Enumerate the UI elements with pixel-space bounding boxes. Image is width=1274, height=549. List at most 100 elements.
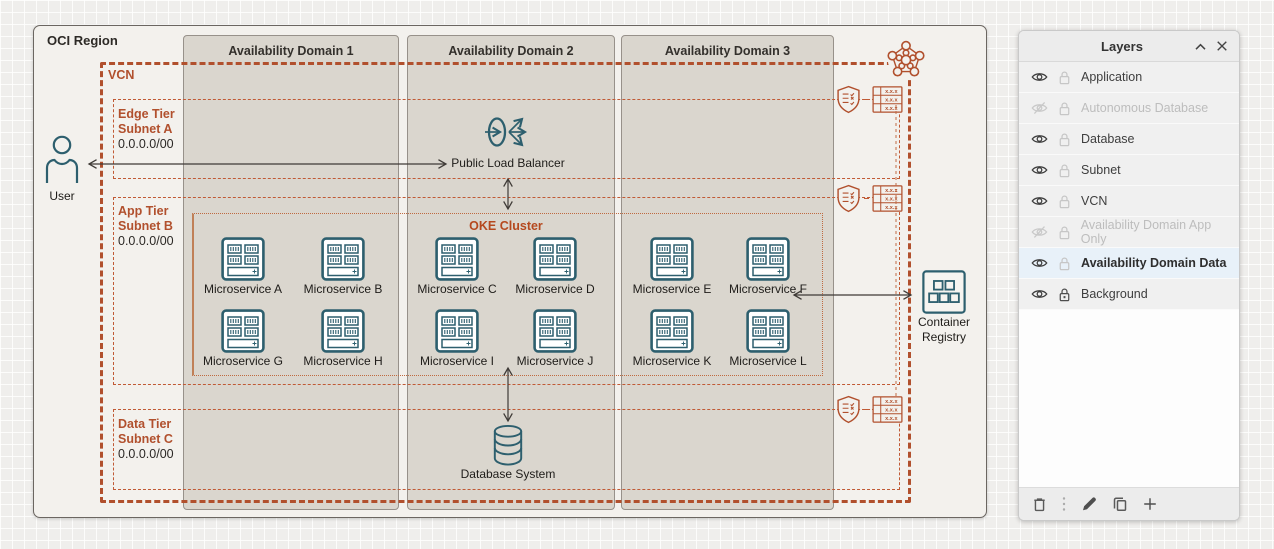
microservice-label: Microservice E bbox=[632, 282, 712, 296]
microservice-node[interactable]: Microservice E bbox=[617, 237, 727, 297]
microservice-icon bbox=[650, 309, 694, 353]
microservice-node[interactable]: Microservice J bbox=[500, 309, 610, 369]
layer-row-subnet[interactable]: Subnet bbox=[1019, 155, 1239, 186]
layer-row-application[interactable]: Application bbox=[1019, 62, 1239, 93]
layer-row-availability-domain-data[interactable]: Availability Domain Data bbox=[1019, 248, 1239, 279]
app-tier-subnet-label: App Tier Subnet B 0.0.0.0/00 bbox=[118, 204, 174, 248]
database-node[interactable]: Database System bbox=[433, 424, 583, 482]
lock-icon[interactable] bbox=[1058, 225, 1071, 240]
microservice-node[interactable]: Microservice K bbox=[617, 309, 727, 369]
collapse-panel-button[interactable] bbox=[1189, 35, 1211, 57]
edge-tier-subnet-label: Edge Tier Subnet A 0.0.0.0/00 bbox=[118, 107, 175, 151]
container-registry-node[interactable]: Container Registry bbox=[894, 269, 994, 345]
lock-closed-icon[interactable] bbox=[1058, 287, 1071, 302]
microservice-icon bbox=[533, 237, 577, 281]
visibility-eye-slash-icon[interactable] bbox=[1031, 226, 1048, 238]
vcn-box[interactable] bbox=[100, 62, 911, 503]
layer-name: Application bbox=[1081, 70, 1143, 84]
microservice-label: Microservice B bbox=[303, 282, 383, 296]
svg-text:x.x.x: x.x.x bbox=[885, 416, 898, 422]
microservice-icon bbox=[533, 309, 577, 353]
availability-domain-3-title: Availability Domain 3 bbox=[664, 44, 791, 58]
microservice-icon bbox=[435, 309, 479, 353]
visibility-eye-slash-icon[interactable] bbox=[1031, 102, 1048, 114]
security-list-icon[interactable] bbox=[836, 85, 861, 114]
microservice-node[interactable]: Microservice G bbox=[188, 309, 298, 369]
route-table-icon[interactable]: x.x.x x.x.x x.x.x bbox=[872, 396, 903, 423]
microservice-node[interactable]: Microservice D bbox=[500, 237, 610, 297]
svg-text:x.x.x: x.x.x bbox=[885, 89, 898, 95]
layer-row-availability-domain-app-only[interactable]: Availability Domain App Only bbox=[1019, 217, 1239, 248]
database-icon bbox=[493, 424, 523, 466]
microservice-icon bbox=[321, 309, 365, 353]
visibility-eye-icon[interactable] bbox=[1031, 133, 1048, 145]
close-panel-button[interactable] bbox=[1211, 35, 1233, 57]
microservice-node[interactable]: Microservice A bbox=[188, 237, 298, 297]
load-balancer-node[interactable]: Public Load Balancer bbox=[433, 108, 583, 171]
security-list-icon[interactable] bbox=[836, 184, 861, 213]
microservice-icon bbox=[650, 237, 694, 281]
svg-text:x.x.x: x.x.x bbox=[885, 197, 898, 203]
visibility-eye-icon[interactable] bbox=[1031, 257, 1048, 269]
lock-icon[interactable] bbox=[1058, 194, 1071, 209]
svg-text:x.x.x: x.x.x bbox=[885, 106, 898, 112]
visibility-eye-icon[interactable] bbox=[1031, 288, 1048, 300]
microservice-node[interactable]: Microservice C bbox=[402, 237, 512, 297]
lock-icon[interactable] bbox=[1058, 70, 1071, 85]
user-node[interactable]: User bbox=[32, 134, 92, 204]
drag-handle-dots-icon[interactable] bbox=[1061, 496, 1067, 512]
security-list-icon[interactable] bbox=[836, 395, 861, 424]
layers-panel-toolbar bbox=[1019, 487, 1239, 520]
lock-icon[interactable] bbox=[1058, 256, 1071, 271]
microservice-icon bbox=[435, 237, 479, 281]
data-security-route-pair: x.x.x x.x.x x.x.x bbox=[836, 395, 903, 424]
availability-domain-1-title: Availability Domain 1 bbox=[228, 44, 354, 58]
microservice-node[interactable]: Microservice L bbox=[713, 309, 823, 369]
lock-icon[interactable] bbox=[1058, 101, 1071, 116]
layer-name: Background bbox=[1081, 287, 1148, 301]
delete-layer-button trash-icon[interactable] bbox=[1031, 496, 1048, 513]
route-table-icon[interactable]: x.x.x x.x.x x.x.x bbox=[872, 185, 903, 212]
visibility-eye-icon[interactable] bbox=[1031, 195, 1048, 207]
microservice-label: Microservice H bbox=[303, 354, 383, 368]
layer-row-autonomous-database[interactable]: Autonomous Database bbox=[1019, 93, 1239, 124]
app-security-route-pair: x.x.x x.x.x x.x.x bbox=[836, 184, 903, 213]
microservice-node[interactable]: Microservice I bbox=[402, 309, 512, 369]
microservice-label: Microservice J bbox=[516, 354, 594, 368]
layer-row-database[interactable]: Database bbox=[1019, 124, 1239, 155]
visibility-eye-icon[interactable] bbox=[1031, 164, 1048, 176]
layer-name: Database bbox=[1081, 132, 1135, 146]
svg-text:x.x.x: x.x.x bbox=[885, 205, 898, 211]
layer-name: VCN bbox=[1081, 194, 1108, 208]
container-registry-label-1: Container bbox=[917, 315, 971, 329]
microservice-label: Microservice D bbox=[515, 282, 595, 296]
oci-region-label: OCI Region bbox=[47, 33, 118, 48]
microservice-icon bbox=[746, 237, 790, 281]
load-balancer-label: Public Load Balancer bbox=[451, 156, 565, 170]
route-table-icon[interactable]: x.x.x x.x.x x.x.x bbox=[872, 86, 903, 113]
microservice-node[interactable]: Microservice F bbox=[713, 237, 823, 297]
connector-dash bbox=[864, 198, 869, 199]
edge-security-route-pair: x.x.x x.x.x x.x.x bbox=[836, 85, 903, 114]
duplicate-layer-button copy-icon[interactable] bbox=[1111, 495, 1129, 513]
microservice-icon bbox=[221, 309, 265, 353]
edit-layer-button pencil-icon[interactable] bbox=[1080, 495, 1098, 513]
microservice-node[interactable]: Microservice B bbox=[288, 237, 398, 297]
microservice-label: Microservice I bbox=[419, 354, 494, 368]
layers-panel-header: Layers bbox=[1019, 31, 1239, 62]
microservice-label: Microservice F bbox=[728, 282, 807, 296]
lock-icon[interactable] bbox=[1058, 132, 1071, 147]
add-layer-button plus-icon[interactable] bbox=[1142, 496, 1158, 512]
user-label: User bbox=[49, 189, 75, 203]
layers-panel: Layers Application Autonomous Database D… bbox=[1018, 30, 1240, 521]
internet-gateway-node[interactable] bbox=[885, 40, 927, 87]
microservice-node[interactable]: Microservice H bbox=[288, 309, 398, 369]
lock-icon[interactable] bbox=[1058, 163, 1071, 178]
microservice-icon bbox=[321, 237, 365, 281]
visibility-eye-icon[interactable] bbox=[1031, 71, 1048, 83]
layer-row-background[interactable]: Background bbox=[1019, 279, 1239, 310]
layer-row-vcn[interactable]: VCN bbox=[1019, 186, 1239, 217]
internet-gateway-icon bbox=[887, 40, 925, 79]
connector-dash bbox=[864, 409, 869, 410]
microservice-label: Microservice A bbox=[203, 282, 283, 296]
